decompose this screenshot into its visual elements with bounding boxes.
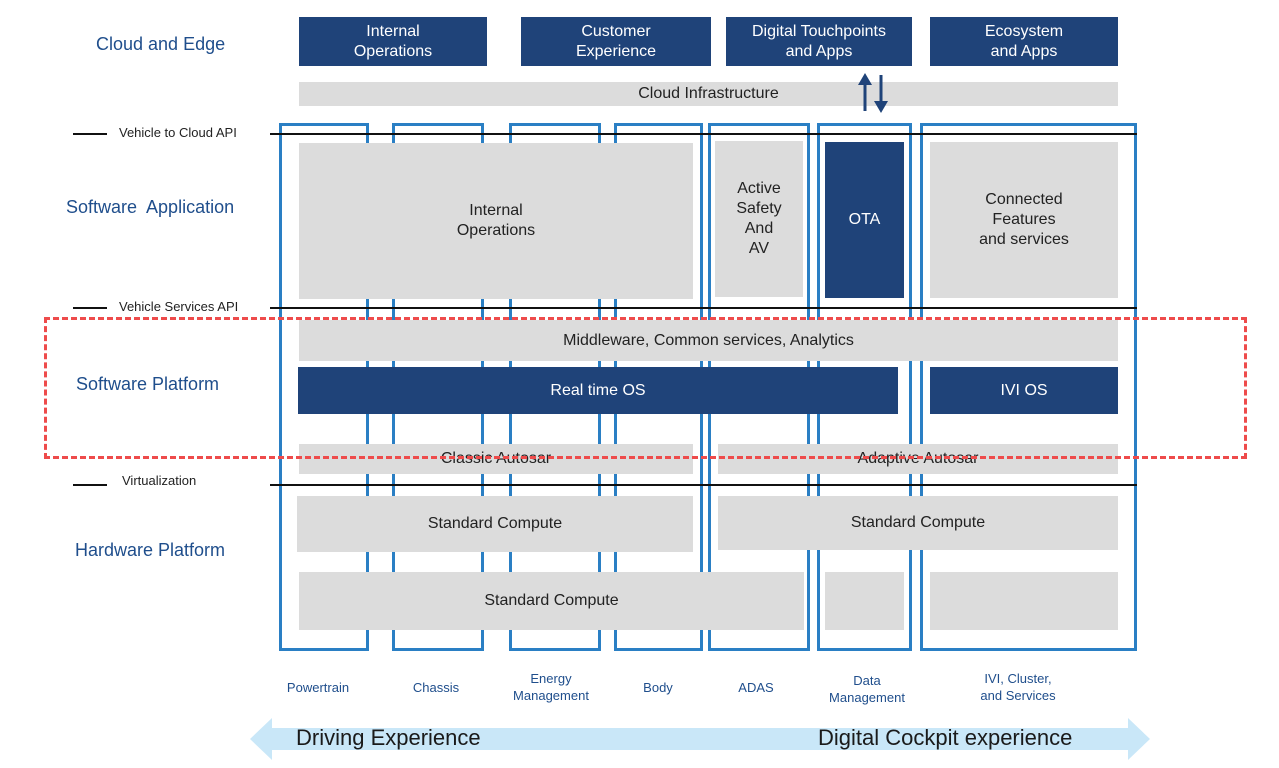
- digital-cockpit-experience-label: Digital Cockpit experience: [818, 725, 1073, 750]
- app-internal-operations: Internal Operations: [299, 143, 693, 299]
- app-ota: OTA: [825, 142, 904, 298]
- layer-label-software-platform: Software Platform: [76, 374, 220, 394]
- cloud-internal-operations: Internal Operations: [299, 17, 487, 66]
- app-connected-features: Connected Features and services: [930, 142, 1118, 298]
- hardware-standard-compute-left: Standard Compute: [297, 496, 693, 552]
- column-label-energy-management: Energy Management: [513, 671, 589, 703]
- hardware-box-ivi: [930, 572, 1118, 630]
- layer-label-hardware-platform: Hardware Platform: [75, 540, 226, 560]
- cloud-digital-touchpoints: Digital Touchpoints and Apps: [726, 17, 912, 66]
- cloud-ecosystem-apps: Ecosystem and Apps: [930, 17, 1118, 66]
- vehicle-services-api-tick: [73, 307, 107, 309]
- column-label-body: Body: [643, 680, 673, 695]
- vehicle-services-api-label: Vehicle Services API: [117, 299, 241, 314]
- hardware-standard-compute-bottom: Standard Compute: [299, 572, 804, 630]
- platform-middleware: Middleware, Common services, Analytics: [299, 320, 1118, 361]
- platform-real-time-os: Real time OS: [298, 367, 898, 414]
- app-active-safety-av: Active Safety And AV: [715, 141, 803, 297]
- column-label-chassis: Chassis: [412, 680, 460, 695]
- virtualization-label: Virtualization: [120, 473, 199, 488]
- cloud-infrastructure-bar: Cloud Infrastructure: [299, 82, 1118, 106]
- vehicle-to-cloud-api-label: Vehicle to Cloud API: [117, 125, 239, 140]
- platform-classic-autosar: Classic Autosar: [299, 444, 693, 474]
- hardware-box-data-management: [825, 572, 904, 630]
- experience-arrow: [250, 718, 1150, 760]
- up-down-arrows-icon: [858, 73, 888, 113]
- layer-label-software-application: Software Application: [66, 197, 235, 217]
- software-platform-highlight: [44, 317, 1247, 459]
- column-ivi-cluster: [920, 123, 1137, 651]
- column-label-data-management: Data Management: [829, 673, 905, 705]
- vehicle-to-cloud-api-line: [270, 133, 1137, 135]
- vehicle-services-api-line: [270, 307, 1137, 309]
- driving-experience-label: Driving Experience: [296, 725, 481, 750]
- vehicle-to-cloud-api-tick: [73, 133, 107, 135]
- platform-ivi-os: IVI OS: [930, 367, 1118, 414]
- hardware-standard-compute-right: Standard Compute: [718, 496, 1118, 550]
- column-label-adas: ADAS: [738, 680, 774, 695]
- virtualization-line: [270, 484, 1137, 486]
- layer-label-cloud-edge: Cloud and Edge: [96, 34, 226, 54]
- virtualization-tick: [73, 484, 107, 486]
- column-label-powertrain: Powertrain: [286, 680, 350, 695]
- column-label-ivi-cluster: IVI, Cluster, and Services: [980, 671, 1056, 703]
- cloud-customer-experience: Customer Experience: [521, 17, 711, 66]
